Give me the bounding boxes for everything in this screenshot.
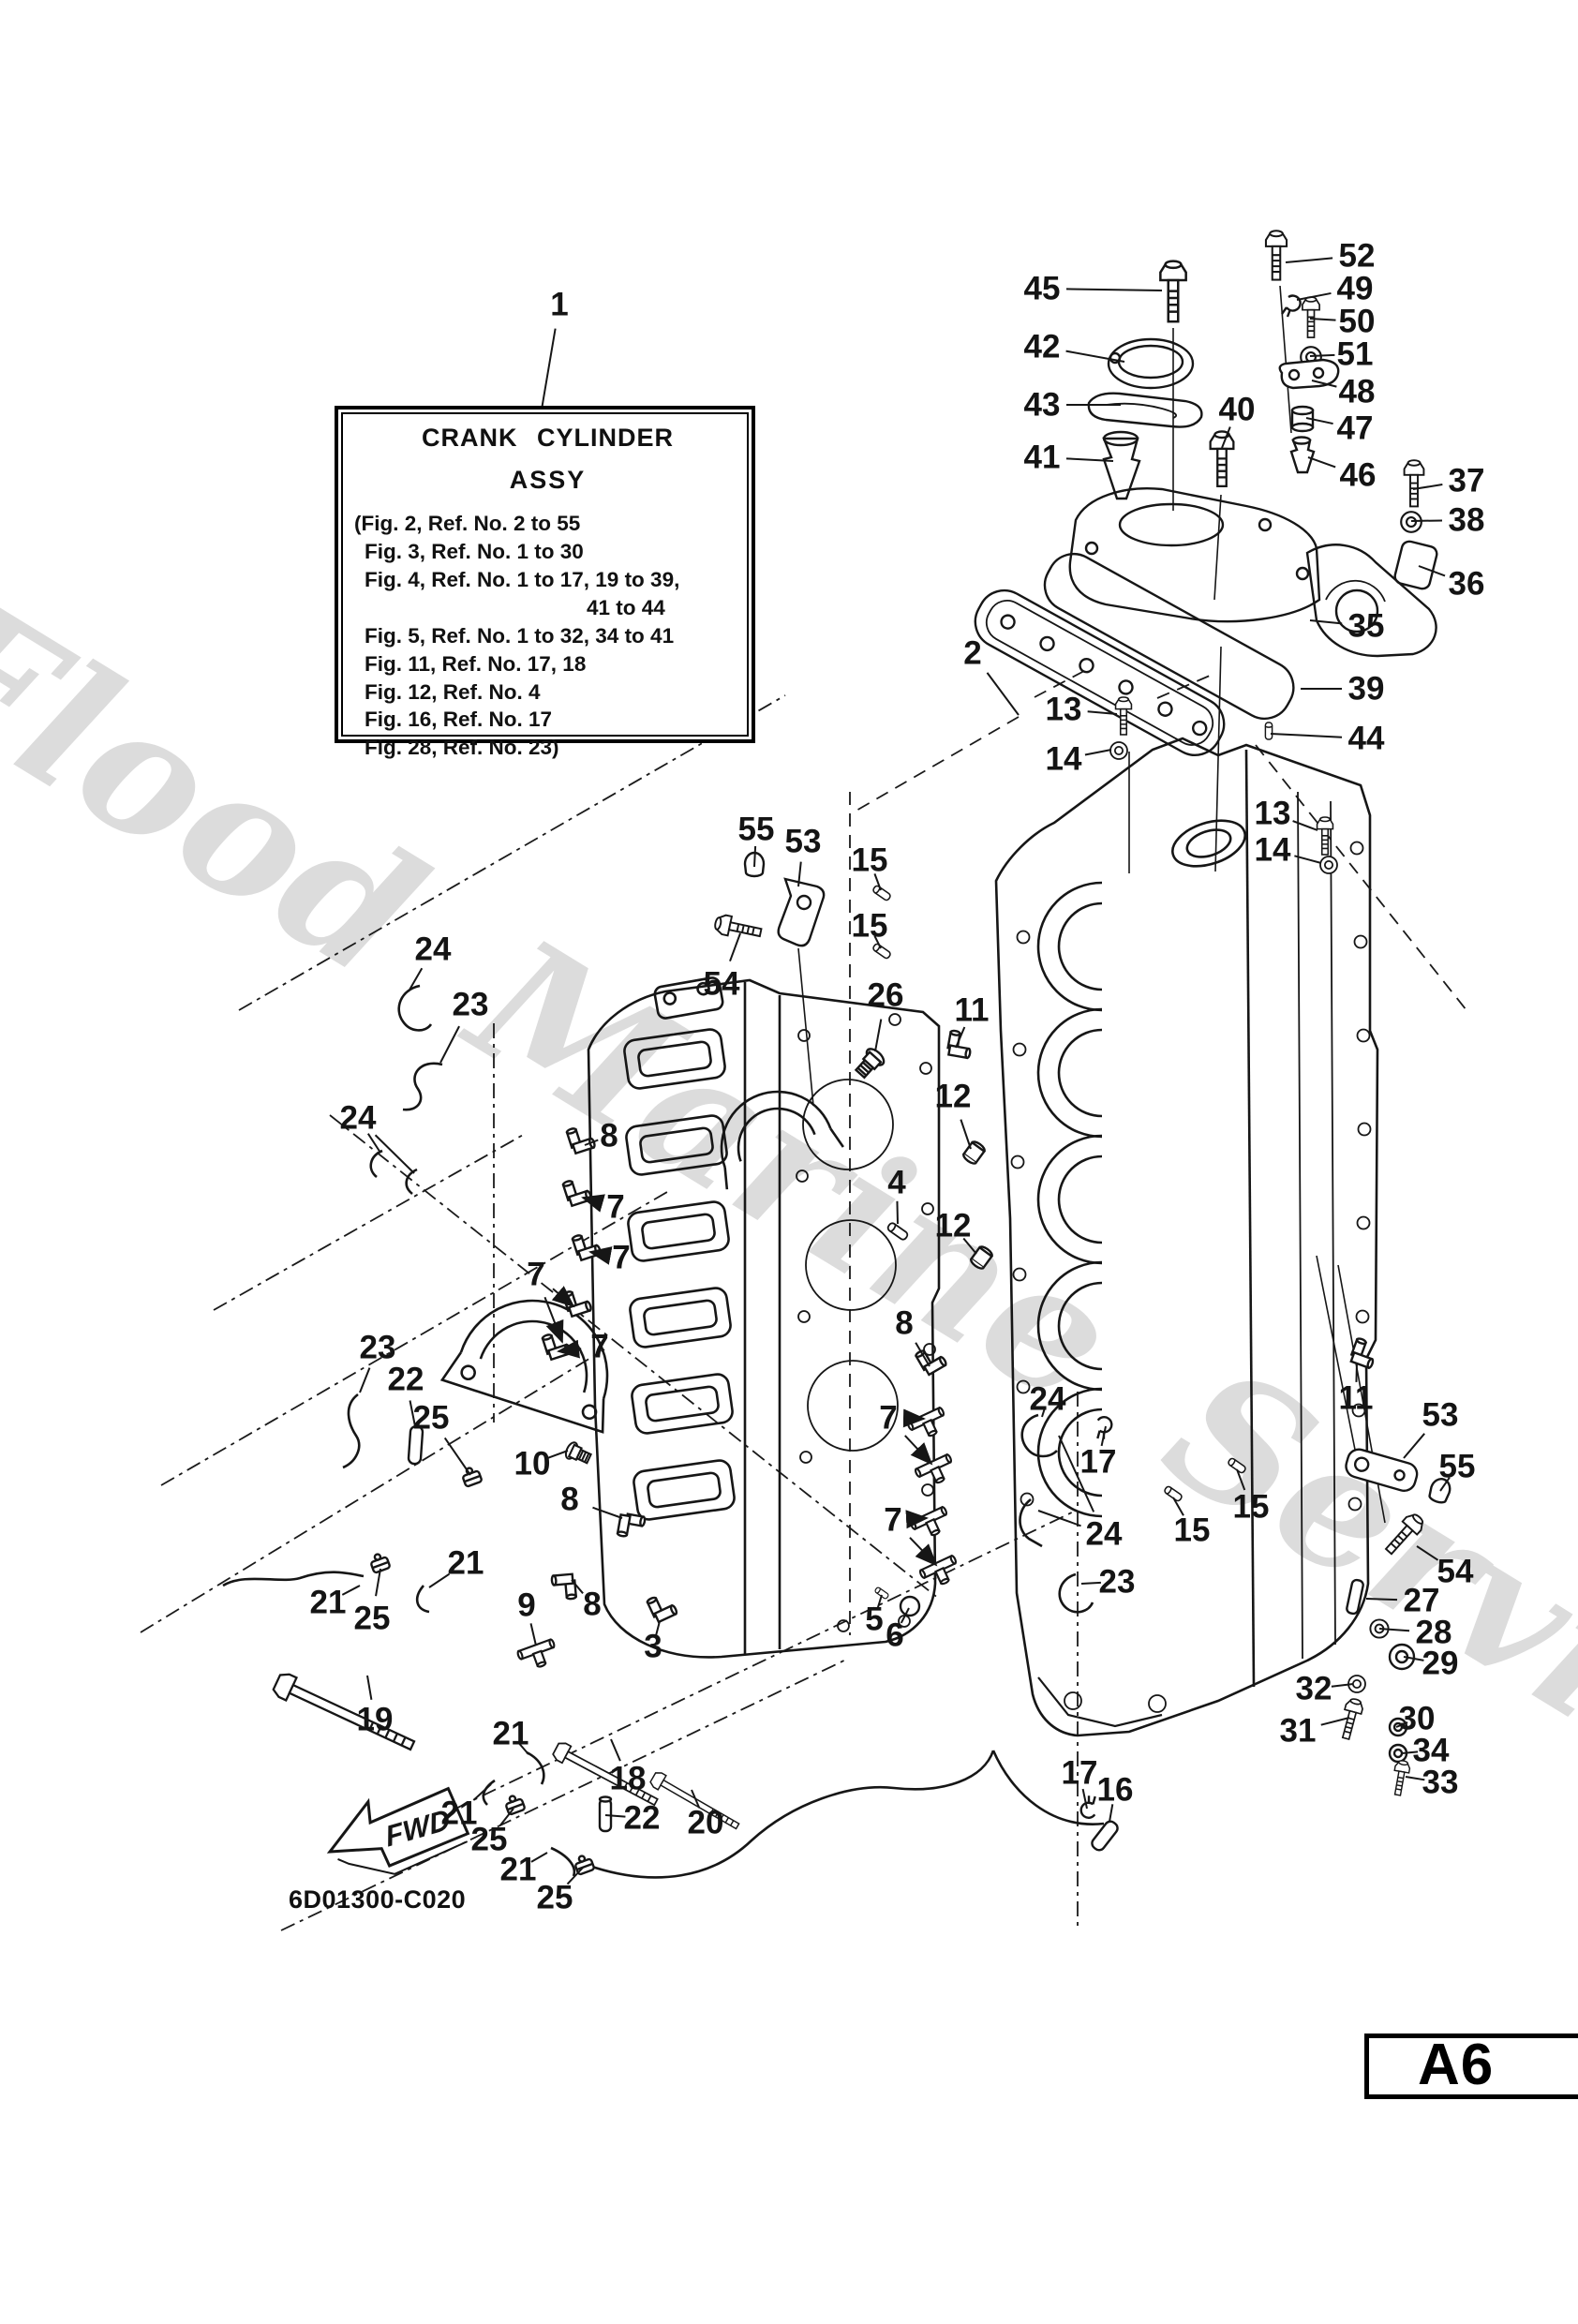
- hose-16-sweep: [991, 1750, 1105, 1825]
- hose-21b: [222, 1571, 365, 1587]
- hose-21c: [526, 1750, 545, 1785]
- page-tab: A6: [1364, 2034, 1578, 2099]
- washer-38: [1400, 511, 1422, 533]
- bolt-52: [1264, 230, 1288, 281]
- manifold-body: [1068, 487, 1321, 623]
- tube-16: [1091, 1820, 1119, 1852]
- construction-lines: [140, 670, 1467, 1931]
- link-27: [1346, 1578, 1364, 1616]
- holder-48: [1278, 358, 1340, 390]
- grommet-29: [1388, 1643, 1416, 1671]
- tube-22b: [598, 1795, 613, 1833]
- ref-line: Fig. 11, Ref. No. 17, 18: [365, 651, 587, 676]
- engine-block-right: [994, 737, 1379, 1737]
- ref-line: Fig. 28, Ref. No. 23): [365, 736, 559, 760]
- info-box: CRANK CYLINDER ASSY (Fig. 2, Ref. No. 2 …: [335, 406, 755, 759]
- clamp-25c: [502, 1792, 527, 1816]
- dowel-4: [886, 1220, 910, 1243]
- ref-line: Fig. 16, Ref. No. 17: [365, 708, 553, 732]
- manifold-assembly: [974, 285, 1438, 873]
- elbow-8c: [550, 1572, 578, 1601]
- leader-lines: [341, 257, 1451, 1885]
- gasket-39: [974, 552, 1295, 756]
- hose-21a: [415, 1585, 430, 1614]
- elbow-7b: [571, 1229, 603, 1262]
- elbow-7a: [561, 1174, 593, 1208]
- gasket-43: [1087, 392, 1203, 428]
- hose-24r1: [1020, 1413, 1058, 1458]
- clamp-25d: [572, 1852, 596, 1876]
- washer-14b: [1319, 856, 1338, 874]
- tee-7r4: [917, 1554, 964, 1592]
- tee-7r3: [908, 1505, 955, 1543]
- hose-23b: [1058, 1572, 1094, 1614]
- ref-line: 41 to 44: [587, 595, 665, 619]
- tee-7r2: [913, 1452, 960, 1491]
- engine-block-left: [439, 947, 1386, 1659]
- fwd-arrow: FWD: [326, 1786, 470, 1875]
- ref-list: (Fig. 2, Ref. No. 2 to 55 Fig. 3, Ref. No…: [354, 510, 741, 762]
- bolt-20: [648, 1769, 743, 1835]
- page-ref: A6: [1418, 2033, 1495, 2097]
- ref-line: Fig. 5, Ref. No. 1 to 32, 34 to 41: [365, 623, 675, 648]
- ref-line: Fig. 12, Ref. No. 4: [365, 679, 541, 704]
- clamp-25a: [459, 1464, 484, 1488]
- assembly-title: CRANK CYLINDER: [422, 424, 674, 452]
- elbow-11a: [945, 1029, 975, 1060]
- plug-6: [899, 1595, 921, 1617]
- bolt-54b: [1380, 1510, 1428, 1559]
- pin-44: [1264, 722, 1273, 740]
- assembly-subtitle: ASSY: [509, 466, 587, 494]
- bolt-40: [1209, 430, 1235, 487]
- ref-line: (Fig. 2, Ref. No. 2 to 55: [354, 512, 581, 535]
- cover-42: [1107, 337, 1195, 390]
- anode-36: [1393, 540, 1438, 590]
- hose-long-bottom: [591, 1750, 995, 1879]
- ref-line: Fig. 3, Ref. No. 1 to 30: [365, 539, 584, 563]
- pin-15b: [871, 942, 893, 961]
- lever-53b: [1345, 1448, 1419, 1493]
- hoses: [222, 984, 1105, 1879]
- nipple-46: [1289, 436, 1316, 474]
- pin-15a: [871, 884, 893, 902]
- hose-21e: [550, 1846, 576, 1877]
- hose-23a: [402, 1062, 443, 1111]
- spacer-47: [1290, 405, 1315, 433]
- washer-14a: [1109, 741, 1128, 760]
- tee-7r1: [905, 1406, 952, 1444]
- bolt-45: [1159, 260, 1187, 323]
- hose-21d: [482, 1779, 496, 1806]
- tee-9: [515, 1637, 561, 1674]
- pin-15c: [1162, 1484, 1184, 1503]
- hose-24c2: [405, 1168, 418, 1196]
- lever-53a: [777, 877, 826, 947]
- bolt-50: [1302, 296, 1320, 338]
- small-parts: [270, 230, 1454, 1876]
- elbow-8d: [914, 1341, 948, 1378]
- ref-line: Fig. 4, Ref. No. 1 to 17, 19 to 39,: [365, 567, 680, 591]
- bolt-37: [1403, 459, 1425, 508]
- bolt-19: [270, 1669, 419, 1758]
- sensor-10: [562, 1439, 594, 1468]
- elbow-8b: [616, 1512, 647, 1541]
- fitting-3: [645, 1589, 679, 1624]
- bearing-cap: [439, 1299, 609, 1434]
- hose-24a: [397, 984, 433, 1032]
- tube-22a: [407, 1424, 424, 1466]
- plug-12a: [960, 1139, 988, 1167]
- bearing-arc-upper: [720, 1090, 844, 1190]
- hose-23c: [342, 1393, 361, 1469]
- clip-17b: [1076, 1792, 1103, 1822]
- drawing-code: 6D01300-C020: [289, 1885, 467, 1914]
- hose-24r2: [1019, 1497, 1043, 1548]
- funnel-41: [1102, 437, 1141, 500]
- bracket-35: [1305, 544, 1437, 658]
- sensor-26: [851, 1044, 888, 1082]
